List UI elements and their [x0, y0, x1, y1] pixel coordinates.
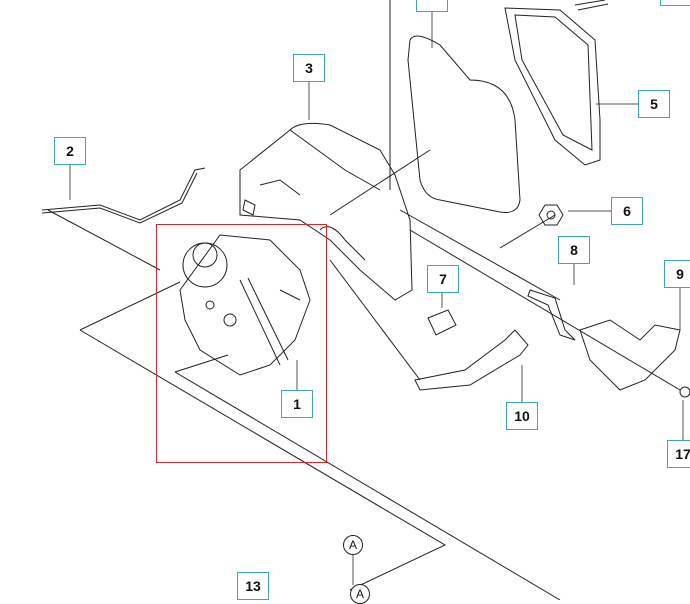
- part-label-1[interactable]: 1: [281, 390, 313, 418]
- part-label-6[interactable]: 6: [611, 197, 643, 225]
- carburetor: [179, 234, 311, 376]
- part-label-17[interactable]: 17: [667, 440, 690, 468]
- nut: [538, 204, 564, 226]
- assembly-line: [329, 0, 681, 391]
- carb-housing-detail: [242, 129, 381, 261]
- part-label-9[interactable]: 9: [664, 260, 690, 288]
- part-label-8[interactable]: 8: [558, 236, 590, 264]
- callout-a: A: [350, 584, 370, 604]
- selection-highlight-carburetor: [156, 224, 327, 463]
- lever: [579, 319, 681, 391]
- screw: [574, 0, 609, 11]
- part-label-7[interactable]: 7: [427, 265, 459, 293]
- gasket: [504, 7, 601, 166]
- part-label-partial[interactable]: [660, 0, 690, 6]
- assembly-line: [47, 209, 561, 600]
- part-label-partial[interactable]: [416, 0, 448, 12]
- air-filter: [407, 35, 521, 213]
- carb-housing: [239, 122, 413, 301]
- link-rod: [414, 329, 529, 391]
- leader-line: [69, 0, 684, 585]
- rod-part: [41, 167, 206, 224]
- part-label-13[interactable]: 13: [237, 572, 269, 600]
- part-label-5[interactable]: 5: [638, 90, 670, 118]
- bushing: [427, 309, 457, 336]
- screw-17: [679, 386, 690, 398]
- part-label-10[interactable]: 10: [506, 402, 538, 430]
- bracket: [527, 289, 576, 341]
- callout-a: A: [343, 535, 363, 555]
- part-label-3[interactable]: 3: [293, 54, 325, 82]
- part-label-2[interactable]: 2: [54, 137, 86, 165]
